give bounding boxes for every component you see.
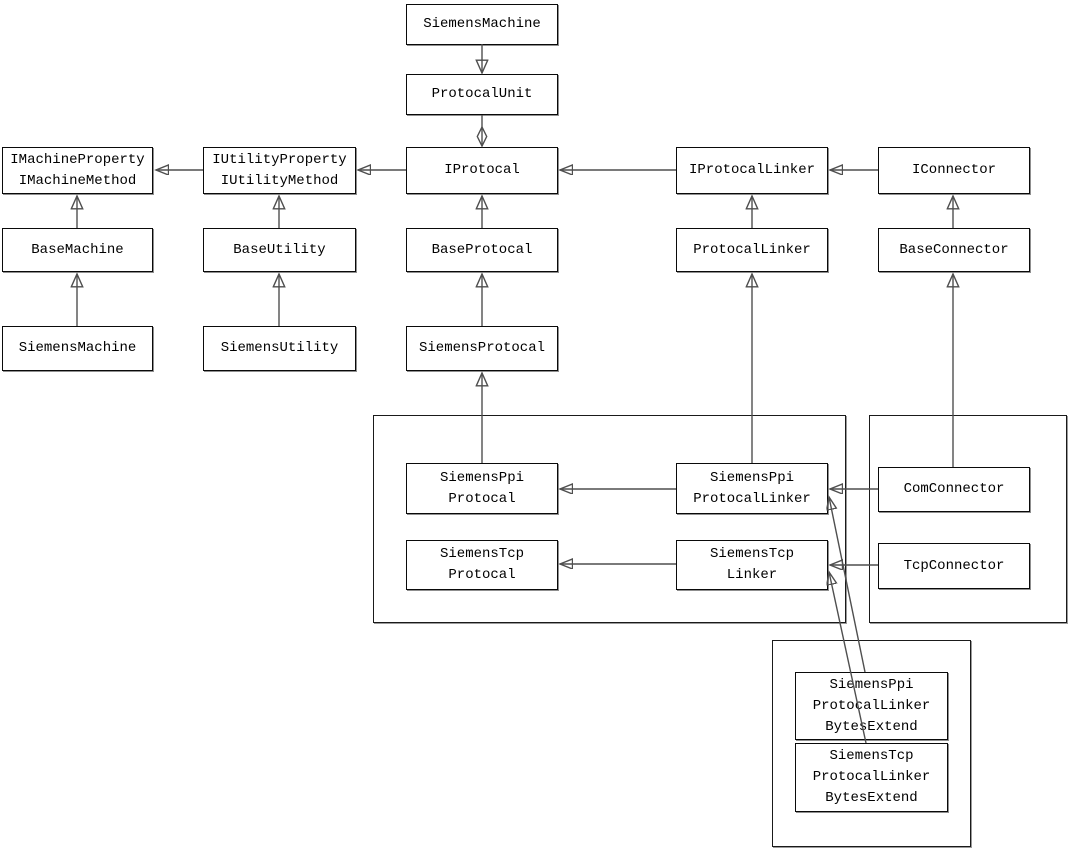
class-box-siemensmachine[interactable]: SiemensMachine <box>2 326 153 371</box>
class-box-baseconnector[interactable]: BaseConnector <box>878 228 1030 272</box>
class-label: ProtocalUnit <box>431 86 533 102</box>
class-label: SiemensProtocal <box>418 340 546 356</box>
class-box-basemachine[interactable]: BaseMachine <box>2 228 153 272</box>
class-box-tcpconnector[interactable]: TcpConnector <box>878 543 1030 589</box>
class-label: IProtocal <box>444 162 520 178</box>
class-label: IUtilityProperty <box>212 151 347 168</box>
class-box-siemenstcplinker[interactable]: SiemensTcp Linker <box>676 540 828 590</box>
class-label: ProtocalLinker <box>693 241 811 258</box>
group-frame-siemens-protocal-linkers[interactable] <box>373 415 846 623</box>
class-label: Linker <box>726 567 778 583</box>
class-label: BaseUtility <box>233 241 326 258</box>
class-label: IMachineProperty <box>10 151 145 168</box>
class-label: BytesExtend <box>825 718 918 735</box>
class-label: SiemensTcp <box>829 748 914 764</box>
class-label: BaseConnector <box>899 241 1009 258</box>
class-label: Protocal <box>448 490 516 507</box>
class-box-iconnector[interactable]: IConnector <box>878 147 1030 194</box>
class-box-siemensmachine-top[interactable]: SiemensMachine <box>406 4 558 45</box>
class-label: ProtocalLinker <box>812 769 931 785</box>
class-label: Protocal <box>448 567 516 583</box>
class-label: ProtocalLinker <box>693 490 811 507</box>
class-box-protocallinker[interactable]: ProtocalLinker <box>676 228 828 272</box>
class-box-iutility-interface[interactable]: IUtilityProperty IUtilityMethod <box>203 147 356 194</box>
class-box-siemensppiprotocallinkerbytesextend[interactable]: SiemensPpi ProtocalLinker BytesExtend <box>795 672 948 740</box>
class-label: IProtocalLinker <box>688 162 816 178</box>
class-label: BytesExtend <box>825 790 918 806</box>
class-box-iprotocal[interactable]: IProtocal <box>406 147 558 194</box>
class-box-siemensutility[interactable]: SiemensUtility <box>203 326 356 371</box>
class-box-imachine-interface[interactable]: IMachineProperty IMachineMethod <box>2 147 153 194</box>
class-box-iprotocallinker[interactable]: IProtocalLinker <box>676 147 828 194</box>
class-label: SiemensPpi <box>829 676 914 693</box>
class-label: SiemensMachine <box>18 340 137 356</box>
class-label: SiemensUtility <box>220 340 339 356</box>
class-box-baseprotocal[interactable]: BaseProtocal <box>406 228 558 272</box>
class-box-siemensppiprotocal[interactable]: SiemensPpi Protocal <box>406 463 558 514</box>
class-label: SiemensTcp <box>709 546 794 562</box>
class-box-baseutility[interactable]: BaseUtility <box>203 228 356 272</box>
group-frame-connectors[interactable] <box>869 415 1067 623</box>
class-box-siemensppiprotocallinker[interactable]: SiemensPpi ProtocalLinker <box>676 463 828 514</box>
class-label: SiemensTcp <box>439 546 524 562</box>
class-box-siemenstcpprotocal[interactable]: SiemensTcp Protocal <box>406 540 558 590</box>
class-label: BaseMachine <box>31 241 124 258</box>
class-box-siemenstcpprotocallinkerbytesextend[interactable]: SiemensTcp ProtocalLinker BytesExtend <box>795 743 948 812</box>
class-label: IConnector <box>911 162 996 178</box>
class-label: ComConnector <box>903 481 1005 497</box>
class-box-protocalunit[interactable]: ProtocalUnit <box>406 74 558 115</box>
class-box-siemensprotocal[interactable]: SiemensProtocal <box>406 326 558 371</box>
class-label: SiemensPpi <box>709 469 794 486</box>
class-label: TcpConnector <box>903 557 1005 574</box>
class-label: SiemensMachine <box>423 16 541 32</box>
class-label: ProtocalLinker <box>812 697 931 714</box>
class-box-comconnector[interactable]: ComConnector <box>878 467 1030 512</box>
class-label: IMachineMethod <box>18 172 137 189</box>
class-label: IUtilityMethod <box>220 172 339 189</box>
class-label: SiemensPpi <box>439 469 524 486</box>
class-label: BaseProtocal <box>431 241 533 258</box>
